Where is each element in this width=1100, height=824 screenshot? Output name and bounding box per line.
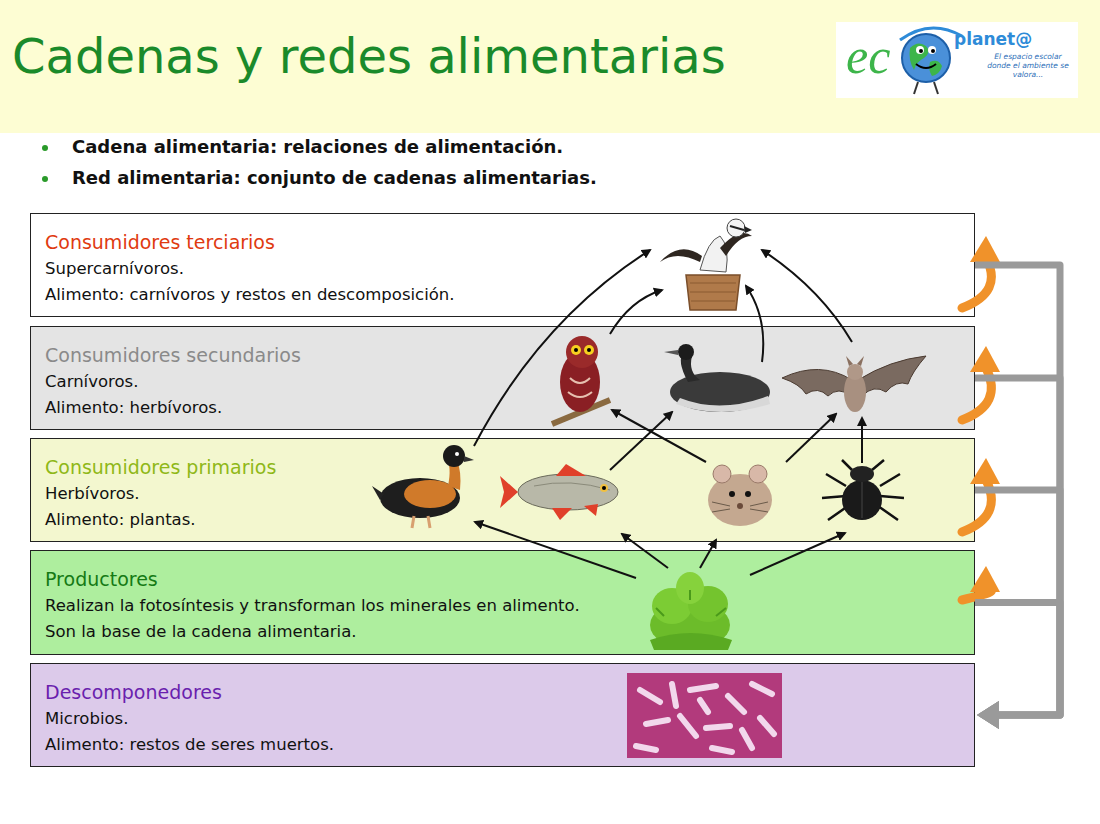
trophic-band: Consumidores terciariosSupercarnívoros.A… (30, 213, 975, 317)
band-description: Alimento: carnívoros y restos en descomp… (45, 282, 960, 308)
band-description: Microbios. (45, 706, 960, 732)
band-description: Alimento: restos de seres muertos. (45, 732, 960, 758)
decomposition-connector (975, 265, 1060, 729)
bullet-dot (42, 176, 48, 182)
logo-globe (900, 28, 962, 94)
trophic-band: ProductoresRealizan la fotosíntesis y tr… (30, 550, 975, 655)
grebe-picture (664, 344, 770, 412)
beetle-picture (822, 460, 904, 520)
band-heading: Consumidores secundarios (45, 341, 960, 369)
bullet-text: Cadena alimentaria: relaciones de alimen… (72, 134, 563, 160)
trophic-band: Consumidores primariosHerbívoros.Aliment… (30, 438, 975, 542)
logo-word: ec (846, 26, 890, 86)
bacteria-picture (627, 673, 782, 758)
band-description: Alimento: herbívoros. (45, 395, 960, 421)
band-heading: Consumidores primarios (45, 453, 960, 481)
owl-picture (552, 336, 610, 424)
energy-flow-heads (970, 236, 1000, 592)
logo-tagline: El espacio escolar donde el ambiente se … (984, 52, 1072, 79)
band-heading: Consumidores terciarios (45, 228, 960, 256)
plant-picture (650, 572, 732, 650)
feeding-arrows (474, 250, 862, 578)
band-description: Supercarnívoros. (45, 256, 960, 282)
band-description: Realizan la fotosíntesis y transforman l… (45, 593, 605, 645)
band-heading: Productores (45, 565, 960, 593)
trophic-band: DescomponedoresMicrobios.Alimento: resto… (30, 663, 975, 767)
trophic-band: Consumidores secundariosCarnívoros.Alime… (30, 326, 975, 430)
band-description: Carnívoros. (45, 369, 960, 395)
band-description: Herbívoros. (45, 481, 960, 507)
bat-picture (782, 356, 926, 412)
mouse-picture (708, 465, 772, 526)
decomposition-connector (975, 378, 1060, 729)
decomposition-connector (975, 603, 1060, 730)
duck-picture (372, 445, 474, 528)
bullet-dot (42, 145, 48, 151)
page-title: Cadenas y redes alimentarias (12, 26, 726, 86)
band-description: Alimento: plantas. (45, 507, 960, 533)
bullet-text: Red alimentaria: conjunto de cadenas ali… (72, 165, 597, 191)
energy-flow-arrows (962, 258, 991, 600)
fish-picture (500, 464, 618, 520)
band-heading: Descomponedores (45, 678, 960, 706)
decomposition-connector (975, 490, 1060, 729)
osprey-picture (660, 219, 752, 310)
logo-word: planet@ (954, 28, 1032, 50)
